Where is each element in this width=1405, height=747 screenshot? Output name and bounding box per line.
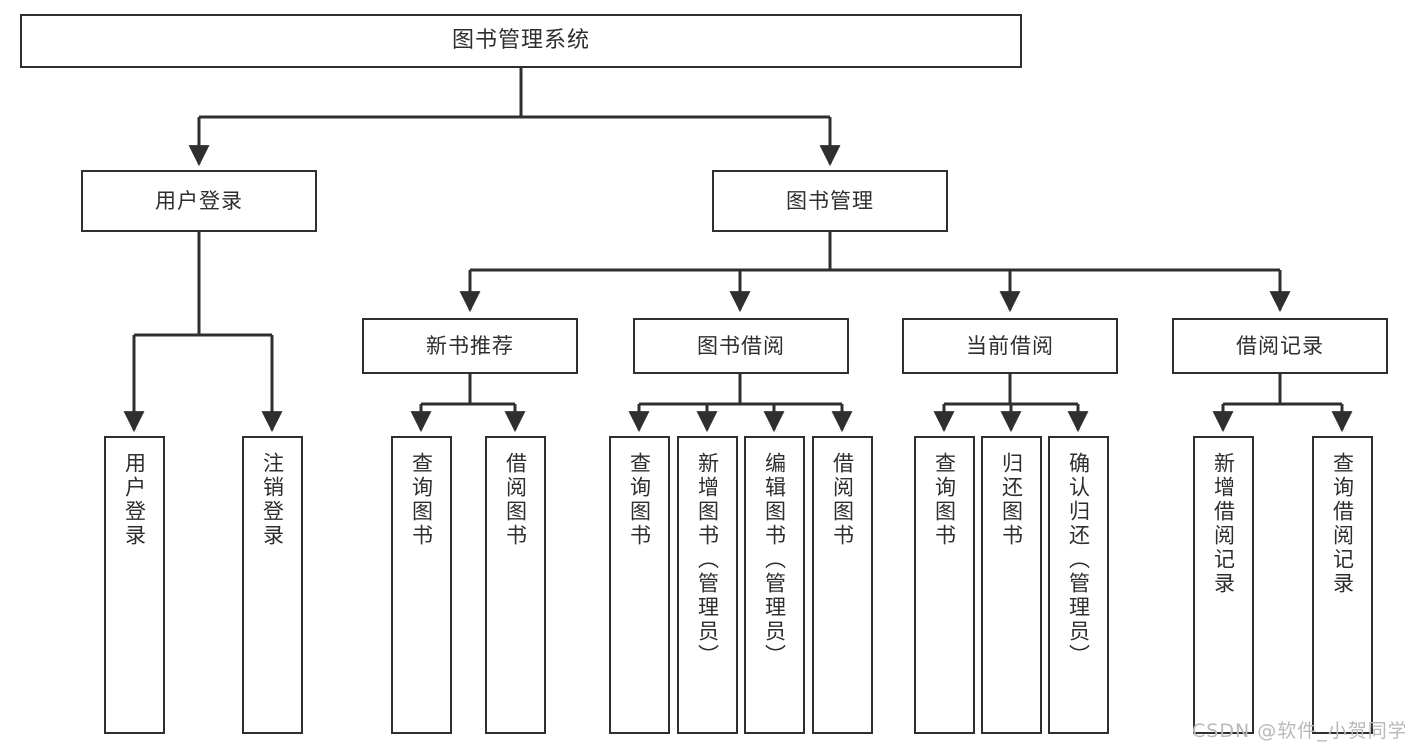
leaf-current-borrow-query[interactable]: 查询图书 — [914, 436, 975, 734]
node-current-borrow[interactable]: 当前借阅 — [902, 318, 1118, 374]
leaf-new-book-borrow-label: 借阅图书 — [503, 452, 528, 548]
leaf-book-borrow-edit[interactable]: 编辑图书（管理员） — [744, 436, 805, 734]
node-root-label: 图书管理系统 — [451, 28, 590, 54]
node-user-login-label: 用户登录 — [155, 188, 243, 213]
node-borrow-record-label: 借阅记录 — [1236, 333, 1324, 358]
leaf-user-login-login-label: 用户登录 — [122, 452, 147, 548]
node-new-book-recommend-label: 新书推荐 — [426, 333, 514, 358]
leaf-book-borrow-borrow[interactable]: 借阅图书 — [812, 436, 873, 734]
leaf-current-borrow-query-label: 查询图书 — [932, 452, 957, 548]
node-book-borrow[interactable]: 图书借阅 — [633, 318, 849, 374]
leaf-book-borrow-borrow-label: 借阅图书 — [830, 452, 855, 548]
leaf-book-borrow-query-label: 查询图书 — [627, 452, 652, 548]
leaf-borrow-record-query[interactable]: 查询借阅记录 — [1312, 436, 1373, 734]
leaf-current-borrow-confirm[interactable]: 确认归还（管理员） — [1048, 436, 1109, 734]
csdn-watermark: CSDN @软件_小贺同学 — [1192, 720, 1405, 742]
leaf-borrow-record-add-label: 新增借阅记录 — [1211, 452, 1236, 596]
node-borrow-record[interactable]: 借阅记录 — [1172, 318, 1388, 374]
node-book-management[interactable]: 图书管理 — [712, 170, 948, 232]
node-book-borrow-label: 图书借阅 — [697, 333, 785, 358]
leaf-book-borrow-add[interactable]: 新增图书（管理员） — [677, 436, 738, 734]
leaf-book-borrow-query[interactable]: 查询图书 — [609, 436, 670, 734]
leaf-current-borrow-return[interactable]: 归还图书 — [981, 436, 1042, 734]
node-root[interactable]: 图书管理系统 — [20, 14, 1022, 68]
leaf-book-borrow-add-label: 新增图书（管理员） — [695, 452, 720, 668]
node-current-borrow-label: 当前借阅 — [966, 333, 1054, 358]
node-new-book-recommend[interactable]: 新书推荐 — [362, 318, 578, 374]
leaf-current-borrow-confirm-label: 确认归还（管理员） — [1066, 452, 1091, 668]
leaf-borrow-record-query-label: 查询借阅记录 — [1330, 452, 1355, 596]
leaf-user-login-logout-label: 注销登录 — [260, 452, 285, 548]
leaf-new-book-query-label: 查询图书 — [409, 452, 434, 548]
leaf-book-borrow-edit-label: 编辑图书（管理员） — [762, 452, 787, 668]
node-user-login[interactable]: 用户登录 — [81, 170, 317, 232]
leaf-new-book-query[interactable]: 查询图书 — [391, 436, 452, 734]
node-book-management-label: 图书管理 — [786, 188, 874, 213]
leaf-new-book-borrow[interactable]: 借阅图书 — [485, 436, 546, 734]
leaf-borrow-record-add[interactable]: 新增借阅记录 — [1193, 436, 1254, 734]
leaf-user-login-logout[interactable]: 注销登录 — [242, 436, 303, 734]
leaf-user-login-login[interactable]: 用户登录 — [104, 436, 165, 734]
leaf-current-borrow-return-label: 归还图书 — [999, 452, 1024, 548]
